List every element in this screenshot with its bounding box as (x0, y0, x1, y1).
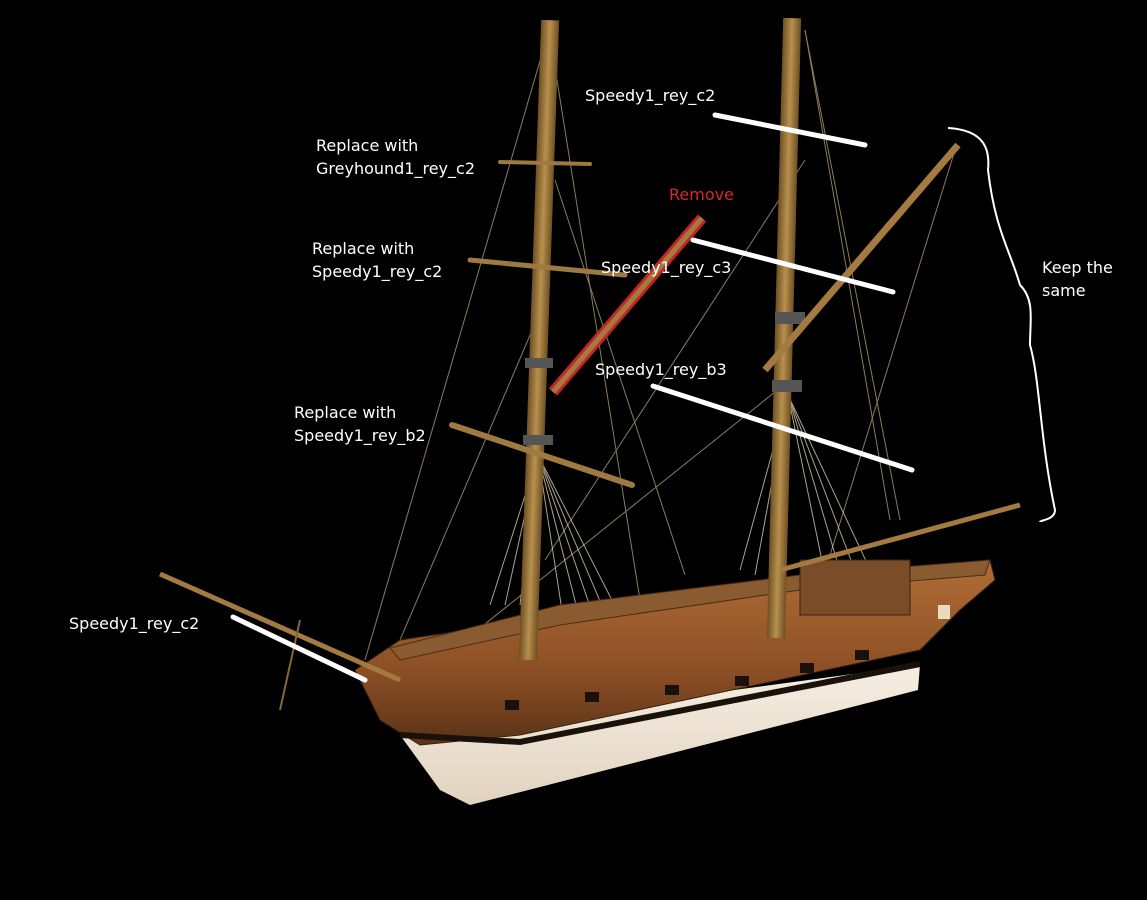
deck-cabin (799, 559, 911, 616)
label-keep-same: Keep the same (1042, 258, 1113, 300)
fore-yards (449, 160, 635, 488)
fore-mast (518, 19, 560, 661)
label-fore-lower-yard: Speedy1_rey_b3 (595, 360, 727, 379)
cabin-window (938, 605, 950, 619)
label-main-top-yard: Replace with Greyhound1_rey_c2 (316, 136, 475, 178)
hull-bottom (400, 665, 920, 805)
mast-bands (523, 312, 805, 445)
label-main-middle-yard: Replace with Speedy1_rey_c2 (312, 239, 443, 281)
rigging (364, 29, 956, 661)
hull-wale (399, 661, 921, 746)
gunports (505, 650, 869, 710)
label-bowsprit: Speedy1_rey_c2 (69, 614, 200, 633)
label-fore-middle-yard: Speedy1_rey_c3 (601, 258, 732, 277)
keep-same-bracket (947, 127, 1057, 523)
main-mast (766, 17, 802, 639)
bowsprit (158, 571, 402, 683)
main-gaff (762, 142, 961, 373)
spritsail-yard (279, 619, 301, 711)
label-main-lower-yard: Replace with Speedy1_rey_b2 (294, 403, 426, 445)
label-remove: Remove (669, 185, 734, 204)
main-boom (779, 502, 1021, 573)
label-top-right-yard: Speedy1_rey_c2 (585, 86, 716, 105)
remove-spar-inner (551, 216, 704, 394)
annotation-marks (230, 112, 915, 683)
